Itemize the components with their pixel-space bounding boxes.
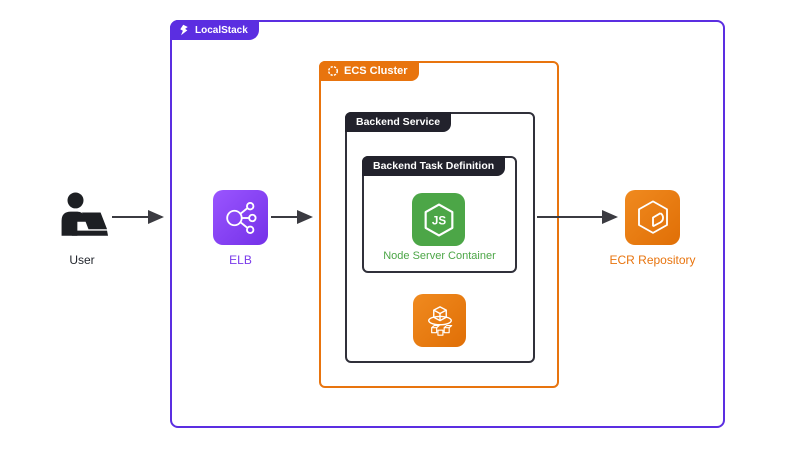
backend-service-badge: Backend Service — [345, 112, 452, 132]
ecs-cluster-label: ECS Cluster — [344, 65, 408, 77]
nodejs-icon-text: JS — [431, 214, 445, 227]
ecs-cluster-icon — [327, 65, 339, 77]
elb-icon — [213, 190, 268, 245]
ecr-icon — [625, 190, 680, 245]
ecs-service-icon — [413, 294, 466, 347]
backend-service-label: Backend Service — [356, 116, 441, 128]
localstack-boundary-box — [170, 20, 725, 428]
ecr-repository-label: ECR Repository — [609, 253, 696, 267]
ecs-cluster-badge: ECS Cluster — [319, 61, 419, 81]
localstack-badge: LocalStack — [170, 20, 259, 40]
nodejs-icon: JS — [412, 193, 465, 246]
backend-task-definition-badge: Backend Task Definition — [362, 156, 506, 176]
localstack-logo-icon — [178, 24, 190, 36]
elb-label: ELB — [229, 253, 252, 267]
ecs-cluster-box — [319, 61, 559, 388]
localstack-badge-label: LocalStack — [195, 24, 248, 36]
user-icon — [56, 190, 108, 248]
node-server-container-label: Node Server Container — [383, 250, 496, 262]
user-label: User — [69, 253, 95, 267]
backend-task-definition-label: Backend Task Definition — [373, 160, 495, 172]
